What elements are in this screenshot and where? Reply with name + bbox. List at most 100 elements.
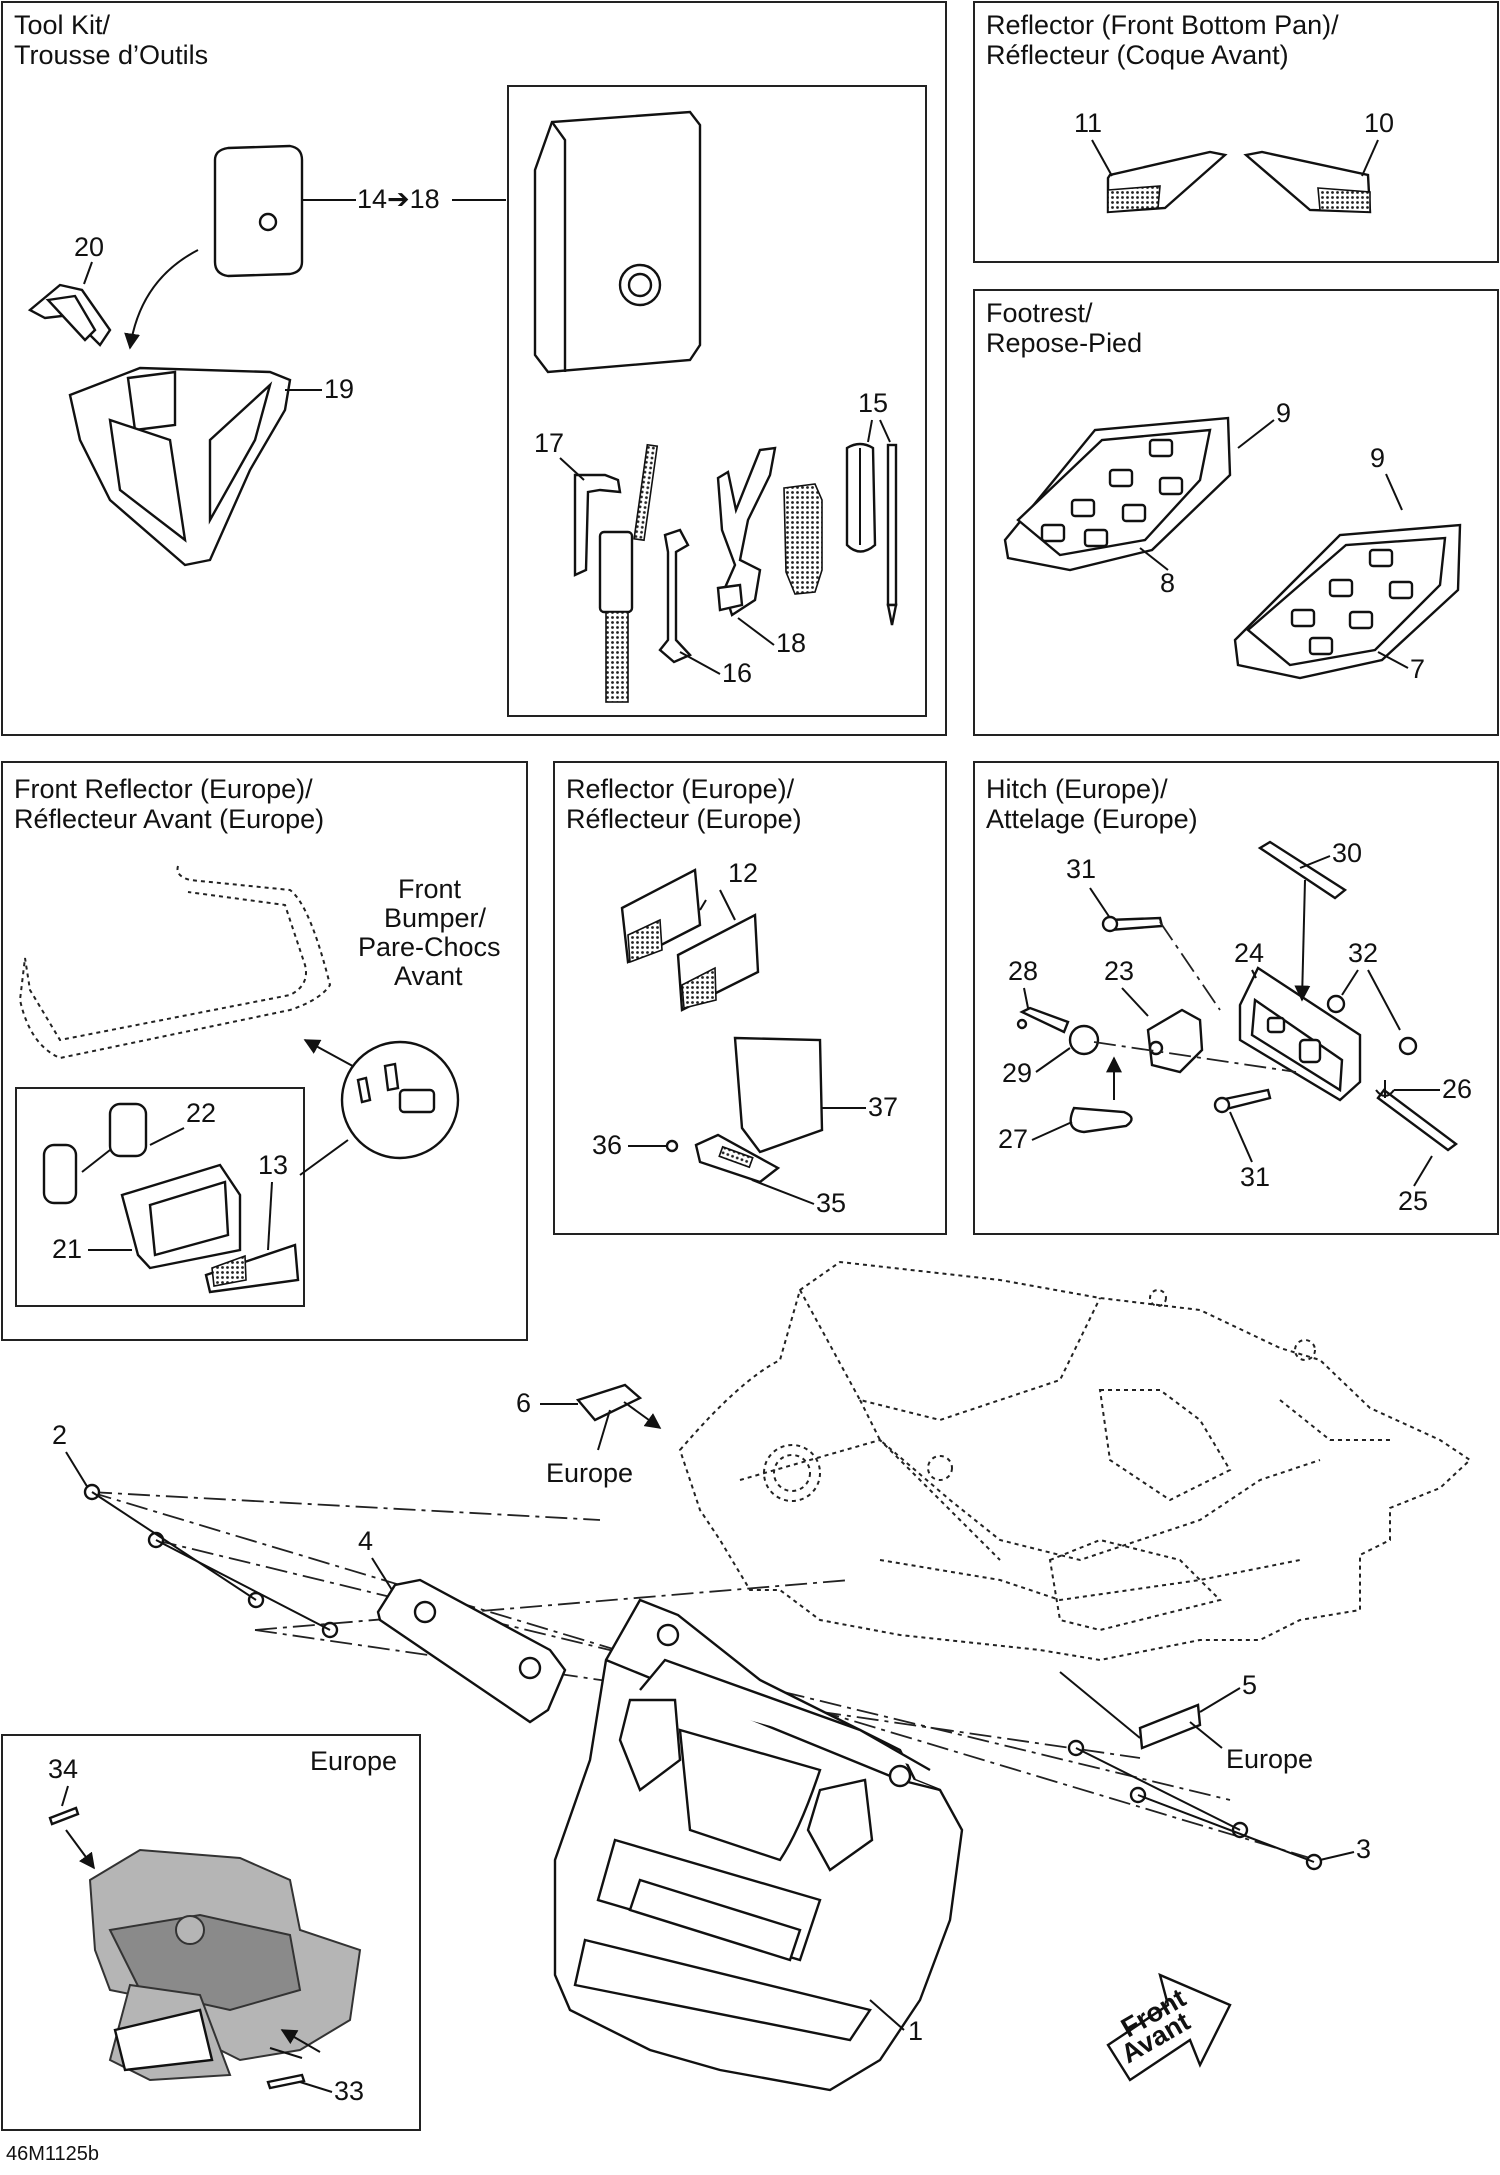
decal-33 bbox=[266, 2073, 306, 2090]
corner-bracket-4 bbox=[376, 1578, 567, 1724]
figure-code: 46M1125b bbox=[6, 2143, 99, 2165]
front-reflector-europe-panel bbox=[1, 761, 528, 1341]
reflector-plate-upper bbox=[620, 868, 702, 964]
callout-28: 28 bbox=[1008, 956, 1038, 986]
reflector-left bbox=[1106, 150, 1228, 214]
reflector-right bbox=[1243, 150, 1372, 214]
callout-5: 5 bbox=[1242, 1670, 1257, 1700]
hitch-europe-title-line2: Attelage (Europe) bbox=[986, 804, 1198, 834]
hitch-chain-28 bbox=[1016, 1006, 1070, 1034]
tool-pouch-small bbox=[213, 144, 304, 278]
callout-16: 16 bbox=[722, 658, 752, 688]
tool-kit-title-line1: Tool Kit/ bbox=[14, 10, 111, 40]
callout-24: 24 bbox=[1234, 938, 1264, 968]
callout-31-top: 31 bbox=[1066, 854, 1096, 884]
reflector-6 bbox=[575, 1383, 643, 1422]
footrest-panel bbox=[973, 289, 1499, 736]
hitch-pin-25 bbox=[1376, 1088, 1458, 1152]
hitch-clip-27 bbox=[1069, 1106, 1133, 1134]
callout-11: 11 bbox=[1074, 108, 1102, 138]
hitch-decal-30 bbox=[1257, 840, 1348, 900]
callout-12: 12 bbox=[728, 858, 758, 888]
callout-18: 18 bbox=[776, 628, 806, 658]
callout-6: 6 bbox=[516, 1388, 531, 1418]
callout-17: 17 bbox=[534, 428, 564, 458]
callout-10: 10 bbox=[1364, 108, 1394, 138]
callout-14-18: 14➔18 bbox=[357, 184, 440, 214]
hex-key-large bbox=[573, 473, 622, 577]
spark-plug-wrench-tool bbox=[716, 446, 777, 617]
europe-label-6: Europe bbox=[546, 1458, 633, 1488]
callout-33: 33 bbox=[334, 2076, 364, 2106]
callout-20: 20 bbox=[74, 232, 104, 262]
footrest-title-line1: Footrest/ bbox=[986, 298, 1093, 328]
callout-26: 26 bbox=[1442, 1074, 1472, 1104]
callout-25: 25 bbox=[1398, 1186, 1428, 1216]
tool-kit-panel bbox=[1, 1, 947, 736]
open-end-wrench bbox=[658, 528, 693, 664]
callout-35: 35 bbox=[816, 1188, 846, 1218]
footrest-left bbox=[1003, 416, 1232, 572]
reflector-holder bbox=[694, 1133, 781, 1184]
spark-plug-socket bbox=[783, 483, 823, 595]
front-reflector-inner-box bbox=[15, 1087, 305, 1307]
tool-kit-inner-box bbox=[507, 85, 927, 717]
front-reflector-europe-title-line1: Front Reflector (Europe)/ bbox=[14, 774, 313, 804]
callout-32: 32 bbox=[1348, 938, 1378, 968]
tool-pouch-large bbox=[533, 110, 702, 374]
callout-31-bottom: 31 bbox=[1240, 1162, 1270, 1192]
front-bumper bbox=[18, 865, 332, 1060]
europe-label-5: Europe bbox=[1226, 1744, 1313, 1774]
reflector-lens bbox=[204, 1243, 300, 1294]
screwdriver bbox=[845, 442, 898, 626]
callout-23: 23 bbox=[1104, 956, 1134, 986]
footrest-title-line2: Repose-Pied bbox=[986, 328, 1142, 358]
hitch-europe-title-line1: Hitch (Europe)/ bbox=[986, 774, 1168, 804]
bumper-label-3: Pare-Chocs bbox=[358, 932, 501, 962]
decal-34 bbox=[48, 1806, 80, 1826]
tool-kit-title-line2: Trousse d’Outils bbox=[14, 40, 208, 70]
hex-key-small bbox=[633, 443, 659, 542]
hitch-bolt-bottom bbox=[1213, 1088, 1272, 1114]
tool-kit-housing bbox=[68, 366, 292, 567]
callout-21: 21 bbox=[52, 1234, 82, 1264]
reflector-5 bbox=[1138, 1703, 1202, 1750]
hitch-bracket-24 bbox=[1238, 966, 1362, 1102]
bumper-label-4: Avant bbox=[394, 961, 463, 991]
hitch-anchor-26 bbox=[1375, 1080, 1395, 1098]
bumper-label-2: Bumper/ bbox=[384, 903, 487, 933]
callout-15: 15 bbox=[858, 388, 888, 418]
europe-inset-title: Europe bbox=[310, 1746, 397, 1776]
reflector-plate-lower bbox=[676, 913, 760, 1012]
reflector-mount-plate bbox=[733, 1036, 824, 1154]
snowflap-1 bbox=[553, 1598, 964, 2092]
detail-reflector-parts bbox=[356, 1062, 436, 1114]
callout-13: 13 bbox=[258, 1150, 288, 1180]
callout-1: 1 bbox=[908, 2016, 923, 2046]
callout-3: 3 bbox=[1356, 1834, 1371, 1864]
callout-29: 29 bbox=[1002, 1058, 1032, 1088]
bumper-label-1: Front bbox=[398, 874, 462, 904]
hitch-europe-panel bbox=[973, 761, 1499, 1235]
reflector-bracket-left bbox=[42, 1143, 78, 1205]
reflector-bracket-right bbox=[108, 1102, 148, 1158]
chassis-body-dotted bbox=[678, 1260, 1472, 1662]
callout-9-left: 9 bbox=[1276, 398, 1291, 428]
footrest-right bbox=[1233, 523, 1462, 680]
reflector-europe-panel bbox=[553, 761, 947, 1235]
hitch-mount-23 bbox=[1146, 1008, 1204, 1074]
reflector-europe-title-line1: Reflector (Europe)/ bbox=[566, 774, 795, 804]
callout-8: 8 bbox=[1160, 568, 1175, 598]
callout-19: 19 bbox=[324, 374, 354, 404]
hitch-nut-2 bbox=[1398, 1036, 1418, 1056]
callout-9-right: 9 bbox=[1370, 443, 1385, 473]
front-arrow-badge: Front Avant bbox=[1106, 1972, 1232, 2082]
reflector-europe-title-line2: Réflecteur (Europe) bbox=[566, 804, 802, 834]
callout-27: 27 bbox=[998, 1124, 1028, 1154]
callout-22: 22 bbox=[186, 1098, 216, 1128]
reflector-housing bbox=[120, 1163, 242, 1270]
callout-2: 2 bbox=[52, 1420, 67, 1450]
europe-inset-panel bbox=[1, 1734, 421, 2131]
front-reflector-europe-title-line2: Réflecteur Avant (Europe) bbox=[14, 804, 324, 834]
